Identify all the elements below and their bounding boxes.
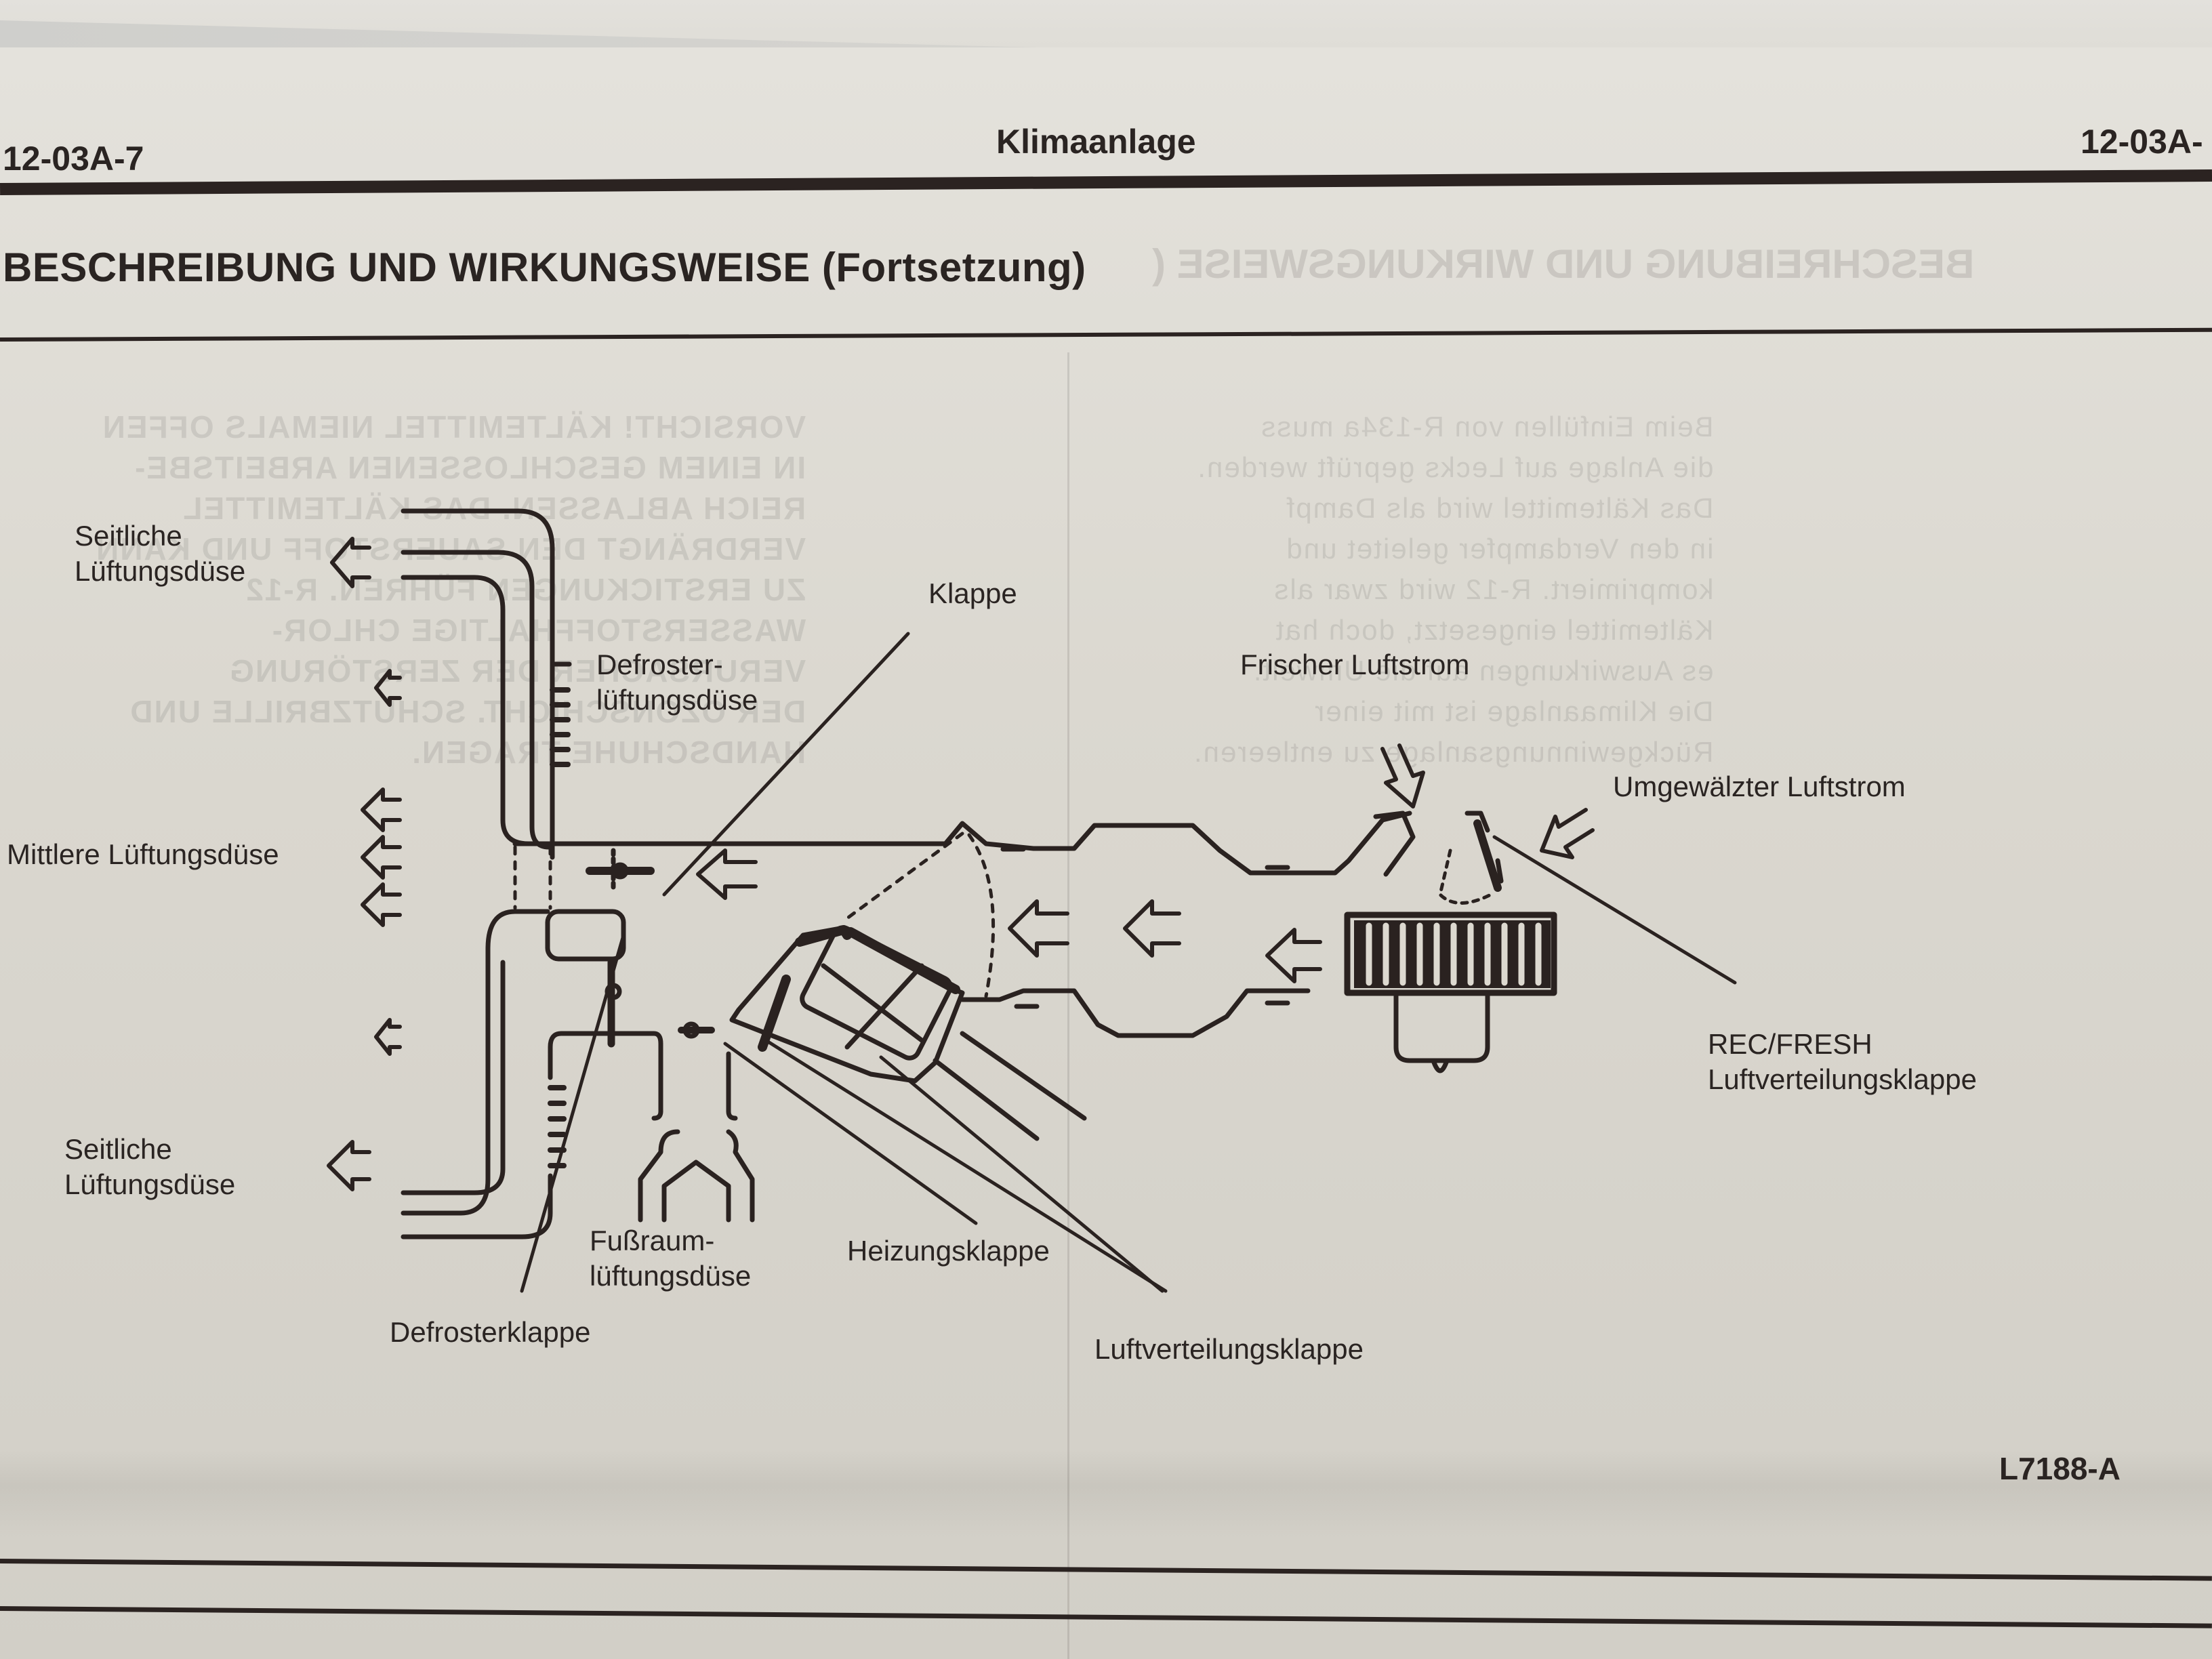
section-heading: BESCHREIBUNG UND WIRKUNGSWEISE (Fortsetz… (3, 245, 1086, 290)
upper-flap (586, 848, 655, 894)
label-flap: Klappe (928, 577, 1017, 609)
label-line: Defroster- (596, 649, 723, 680)
arrow-small-2 (374, 1018, 402, 1056)
label-line: Lüftungsdüse (75, 555, 246, 587)
arrow-center-1 (361, 787, 402, 832)
leader-lines (520, 632, 1737, 1293)
page-number-left: 12-03A-7 (3, 140, 144, 178)
arrow-center-2 (361, 835, 402, 880)
label-defroster-flap: Defrosterklappe (390, 1316, 591, 1348)
label-heater-flap: Heizungsklappe (847, 1235, 1050, 1267)
label-line: Seitliche (75, 520, 182, 552)
label-fresh-airflow: Frischer Luftstrom (1240, 649, 1470, 680)
arrow-fresh-air (1380, 743, 1425, 808)
middle-vent-block (401, 909, 626, 1216)
column-divider (1067, 352, 1069, 1659)
arrow-center-3 (361, 882, 402, 927)
side-vent-duct-top (401, 508, 555, 850)
blower-assembly (1344, 811, 1557, 1073)
label-defroster-vent: Defroster- lüftungsdüse (596, 647, 758, 718)
page-shadow (0, 1450, 2212, 1538)
label-line: REC/FRESH (1708, 1028, 1872, 1060)
arrow-side-vent-bottom (327, 1140, 371, 1191)
arrow-duct-2 (1008, 899, 1069, 958)
airflow-arrows (327, 537, 1595, 1191)
main-duct-lower (933, 988, 1311, 1141)
label-line: Fußraum- (590, 1225, 715, 1256)
footwell-duct (401, 1031, 755, 1240)
label-line: Luftverteilungsklappe (1708, 1063, 1977, 1095)
label-center-vent: Mittlere Lüftungsdüse (7, 838, 279, 870)
label-side-vent-top: Seitliche Lüftungsdüse (75, 518, 245, 589)
label-side-vent-bottom: Seitliche Lüftungsdüse (64, 1132, 235, 1202)
label-footwell-vent: Fußraum- lüftungsdüse (590, 1223, 751, 1294)
label-air-distribution-flap: Luftverteilungsklappe (1094, 1333, 1364, 1365)
label-line: Seitliche (64, 1133, 172, 1165)
main-duct-upper (512, 811, 1412, 876)
arrow-side-vent-top (330, 537, 371, 588)
arrow-recirculated-air (1540, 808, 1595, 859)
label-line: lüftungsdüse (590, 1260, 752, 1292)
dotted-lines (513, 832, 996, 998)
label-line: lüftungsdüse (596, 684, 758, 716)
section-title: Klimaanlage (996, 123, 1196, 161)
arrow-duct-1 (696, 848, 758, 900)
heater-core (729, 925, 965, 1084)
page-number-right: 12-03A- (2081, 123, 2203, 161)
label-line: Lüftungsdüse (64, 1168, 236, 1200)
arrow-small-1 (374, 669, 402, 707)
arrow-duct-4 (1265, 928, 1322, 983)
arrow-duct-3 (1123, 899, 1181, 958)
heater-flap-pivot (678, 1021, 715, 1039)
label-recirculated-airflow: Umgewälzter Luftstrom (1613, 771, 1906, 802)
label-rec-fresh-flap: REC/FRESH Luftverteilungsklappe (1708, 1027, 1977, 1097)
figure-id: L7188-A (1999, 1451, 2121, 1486)
defroster-duct (550, 661, 572, 860)
